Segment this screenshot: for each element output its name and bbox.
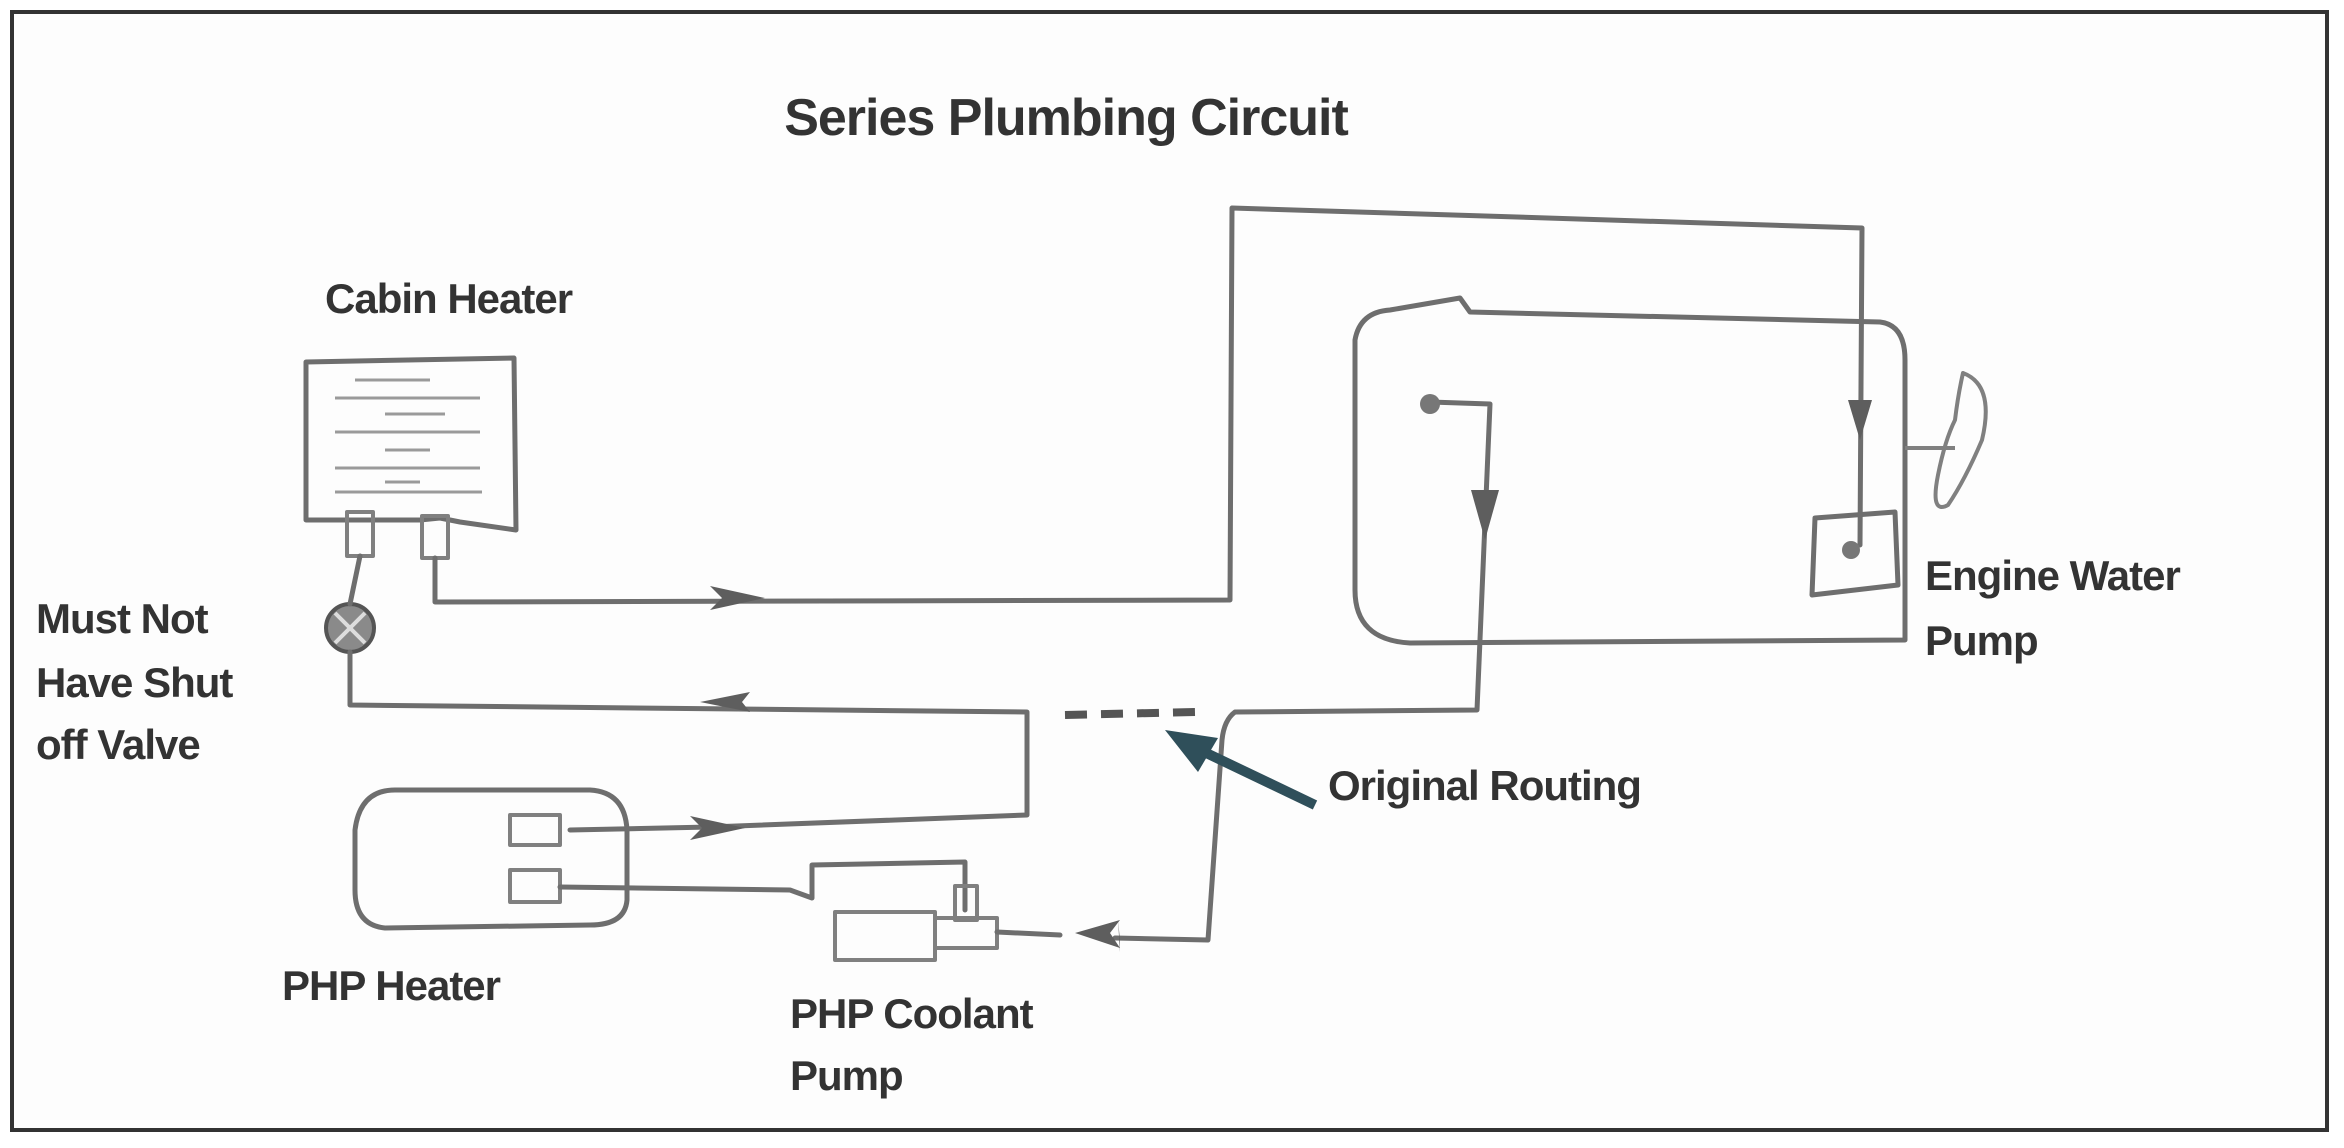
php-coolant-pump-label: PHP Coolant Pump <box>790 990 1043 1099</box>
thermostat-icon <box>1420 394 1440 414</box>
flow-arrow-icon <box>1848 400 1872 440</box>
pipe-valve-to-cabin <box>347 553 363 607</box>
shutoff-valve-icon <box>324 602 376 654</box>
diagram-frame <box>10 10 2329 1132</box>
engine-water-pump-icon <box>1809 509 1901 598</box>
callout-arrow-icon <box>1165 730 1318 810</box>
pipe-cabin-to-engine-pump <box>432 205 1865 605</box>
flow-arrow-icon <box>1118 920 1120 952</box>
cabin-heater <box>303 355 519 560</box>
original-routing-dashed-line <box>1064 708 1196 719</box>
engine-water-pump-label: Engine Water Pump <box>1925 552 2190 664</box>
fan-icon <box>1905 371 1988 509</box>
php-heater-inlet-port <box>508 868 562 904</box>
pipe-php-heater-to-valve <box>347 649 1030 833</box>
php-heater <box>352 787 630 931</box>
flow-arrow-icon <box>700 692 750 712</box>
php-heater-outlet-port <box>508 813 562 847</box>
cabin-heater-outlet-port <box>420 514 450 560</box>
flow-arrow-icon <box>690 816 745 840</box>
php-coolant-pump-icon <box>557 859 1063 962</box>
php-heater-label: PHP Heater <box>282 962 501 1009</box>
original-routing-label: Original Routing <box>1328 762 1641 809</box>
flow-arrow-icon <box>1075 920 1120 948</box>
cabin-heater-label: Cabin Heater <box>325 275 573 322</box>
engine-block <box>1352 295 1908 646</box>
valve-note-label: Must Not Have Shut off Valve <box>36 595 243 768</box>
diagram-title: Series Plumbing Circuit <box>784 89 1348 147</box>
pipe-engine-outlet <box>1112 399 1493 943</box>
flow-arrow-icon <box>1471 490 1499 540</box>
flow-arrow-icon <box>710 586 765 610</box>
